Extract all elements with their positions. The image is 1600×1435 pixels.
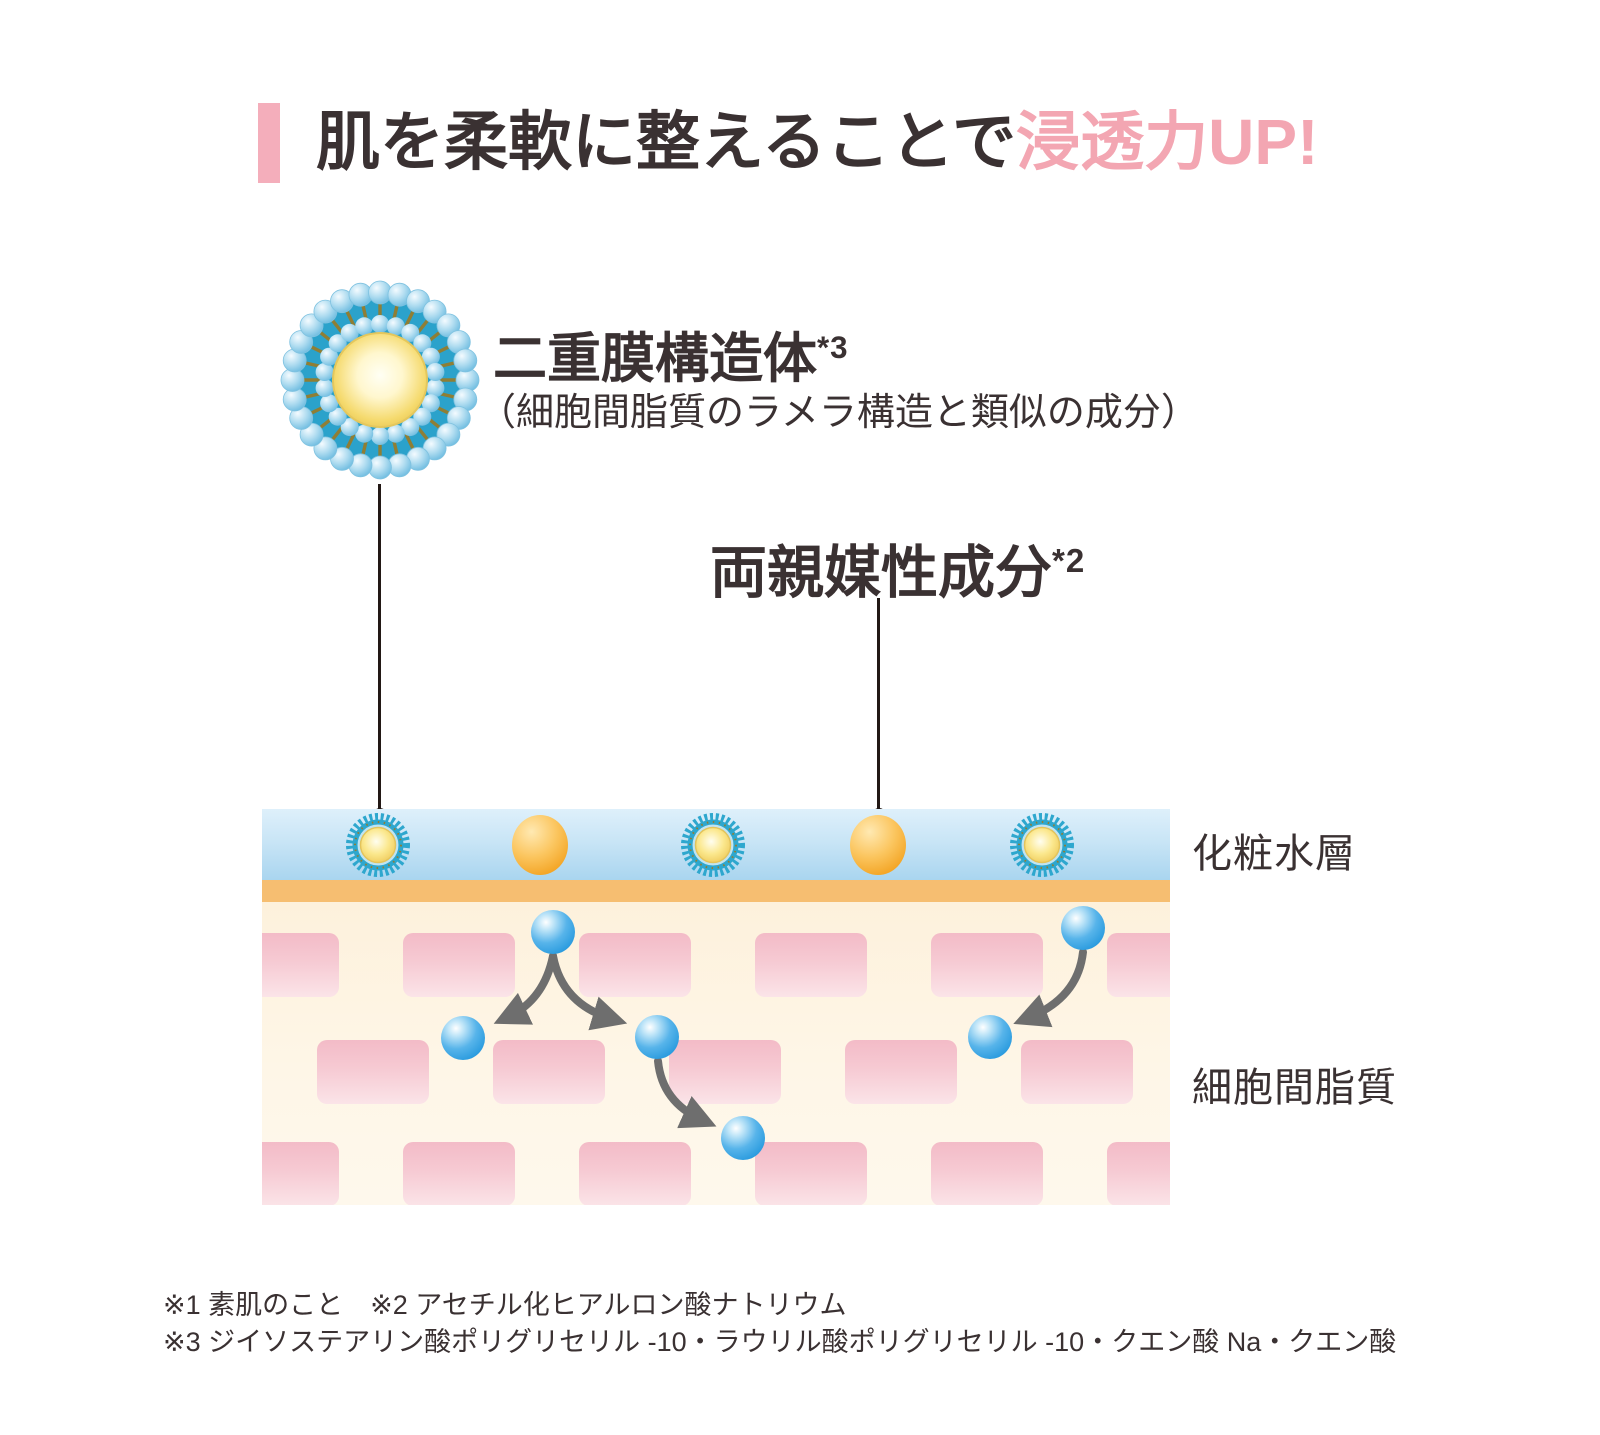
- inner-head-ball: [320, 347, 339, 366]
- liposome-core: [332, 332, 428, 428]
- lipid-brick: [931, 933, 1043, 997]
- mini-liposome-spikes: [681, 813, 745, 877]
- lipid-brick: [1021, 1040, 1133, 1104]
- mini-liposome-tails: [689, 821, 737, 869]
- inner-head-ball: [328, 334, 347, 353]
- lipid-brick: [845, 1040, 957, 1104]
- lotion-layer-label: 化粧水層: [1192, 832, 1356, 876]
- lipid-layer-label: 細胞間脂質: [1192, 1066, 1397, 1110]
- lipid-brick: [262, 1142, 339, 1205]
- inner-head-ball: [320, 394, 339, 413]
- lipid-brick: [493, 1040, 605, 1104]
- inner-head-ball: [315, 379, 334, 397]
- inner-head-ball: [413, 407, 432, 426]
- title-text-black: 肌を柔軟に整えることで: [316, 106, 1017, 178]
- inner-head-ball: [426, 363, 445, 381]
- mini-liposome-core: [1023, 826, 1061, 864]
- penetrating-molecule-icon: [1061, 906, 1105, 950]
- inner-head-ball: [386, 424, 405, 443]
- lipid-brick: [403, 933, 515, 997]
- footnote-line-1: ※1 素肌のこと ※2 アセチル化ヒアルロン酸ナトリウム: [163, 1290, 847, 1320]
- lipid-brick: [579, 933, 691, 997]
- leader-line-amphiphilic: [877, 598, 880, 816]
- penetrating-molecule-icon: [968, 1015, 1012, 1059]
- inner-head-ball: [340, 323, 359, 342]
- liposome-outer-heads: [280, 280, 480, 480]
- mini-liposome-svg: [346, 813, 410, 877]
- bilayer-note-ref: *3: [817, 330, 849, 365]
- arrow-down-right: [654, 1057, 717, 1129]
- amphiphilic-sphere-icon: [512, 815, 568, 875]
- lipid-brick: [403, 1142, 515, 1205]
- liposome-icon: [280, 280, 480, 480]
- footnote-line-2: ※3 ジイソステアリン酸ポリグリセリル -10・ラウリル酸ポリグリセリル -10…: [163, 1327, 1397, 1357]
- amphiphilic-label: 両親媒性成分*2: [710, 527, 1085, 609]
- inner-head-ball: [371, 315, 389, 333]
- penetrating-molecule-icon: [635, 1015, 679, 1059]
- amphiphilic-sphere-icon: [850, 815, 906, 875]
- mini-liposome-core: [359, 826, 397, 864]
- liposome-particle-icon: [1009, 812, 1075, 878]
- inner-head-ball: [386, 317, 405, 336]
- amphiphilic-label-text: 両親媒性成分: [710, 541, 1052, 605]
- mini-liposome-tails: [354, 821, 402, 869]
- intercellular-lipid-layer: [262, 902, 1170, 1205]
- arrow-right-group: [1013, 948, 1087, 1028]
- lipid-brick: [755, 933, 867, 997]
- inner-head-ball: [413, 334, 432, 353]
- mini-liposome-spikes: [346, 813, 410, 877]
- footnotes: ※1 素肌のこと ※2 アセチル化ヒアルロン酸ナトリウム ※3 ジイソステアリン…: [163, 1287, 1396, 1361]
- inner-head-ball: [421, 394, 440, 413]
- skin-surface-band: [262, 880, 1170, 902]
- bilayer-description: （細胞間脂質のラメラ構造と類似の成分）: [478, 392, 1199, 434]
- inner-head-ball: [340, 418, 359, 437]
- title-text-pink: 浸透力UP!: [1016, 106, 1319, 178]
- liposome-particle-icon: [680, 812, 746, 878]
- bilayer-label: 二重膜構造体*3: [493, 314, 849, 393]
- inner-head-ball: [328, 407, 347, 426]
- inner-head-ball: [355, 424, 374, 443]
- liposome-particle-icon: [345, 812, 411, 878]
- lipid-brick: [669, 1040, 781, 1104]
- penetrating-molecule-icon: [721, 1116, 765, 1160]
- inner-head-ball: [421, 347, 440, 366]
- lipid-brick: [931, 1142, 1043, 1205]
- mini-liposome-tails: [1018, 821, 1066, 869]
- mini-liposome-spikes: [1010, 813, 1074, 877]
- skin-diagram: [262, 809, 1170, 1205]
- lipid-brick: [755, 1142, 867, 1205]
- penetrating-molecule-icon: [441, 1016, 485, 1060]
- penetration-arrows: [493, 948, 1087, 1129]
- lipid-brick: [1107, 1142, 1170, 1205]
- inner-head-ball: [371, 427, 389, 445]
- lipid-brick: [262, 933, 339, 997]
- inner-head-ball: [355, 317, 374, 336]
- inner-head-ball: [315, 363, 334, 381]
- arrow-fork-left: [493, 952, 557, 1025]
- lipid-brick: [1107, 933, 1170, 997]
- lipid-brick: [579, 1142, 691, 1205]
- inner-head-ball: [401, 418, 420, 437]
- bilayer-label-text: 二重膜構造体: [493, 329, 817, 389]
- liposome-inner-heads: [315, 315, 445, 445]
- inner-head-ball: [426, 379, 445, 397]
- penetrating-molecule-icon: [531, 910, 575, 954]
- mini-liposome-core: [694, 826, 732, 864]
- lipid-brick: [317, 1040, 429, 1104]
- lotion-layer: [262, 809, 1170, 880]
- page-title: 肌を柔軟に整えることで浸透力UP!: [316, 96, 1318, 188]
- outer-head-ball: [453, 348, 478, 373]
- inner-head-ball: [401, 323, 420, 342]
- arrow-fork-right: [549, 952, 628, 1031]
- mini-liposome-svg: [681, 813, 745, 877]
- amphiphilic-note-ref: *2: [1052, 543, 1086, 580]
- mini-liposome-svg: [1010, 813, 1074, 877]
- title-accent-bar: [258, 103, 280, 183]
- leader-line-bilayer: [378, 484, 381, 816]
